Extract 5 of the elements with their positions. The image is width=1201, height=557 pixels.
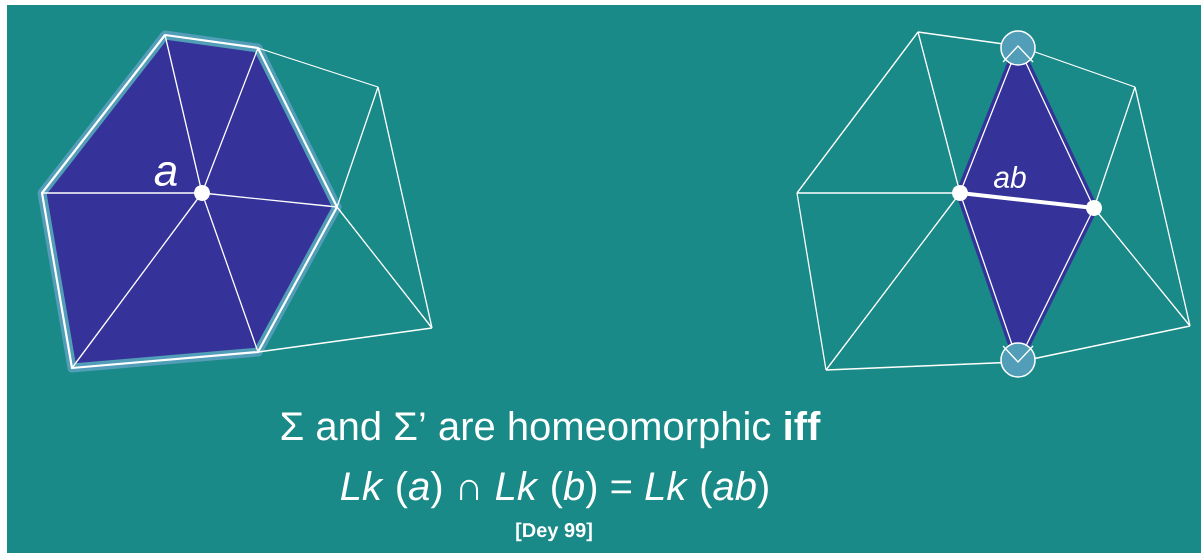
segment-name: ab	[994, 166, 1026, 188]
formula-text: Lk (a) ∩ Lk (b) = Lk (ab)	[340, 471, 768, 509]
statement-text: Σ and Σ’ are homeomorphic iff	[281, 411, 821, 449]
citation-text: [Dey 99]	[516, 522, 592, 542]
vertex-label: a	[154, 161, 177, 187]
